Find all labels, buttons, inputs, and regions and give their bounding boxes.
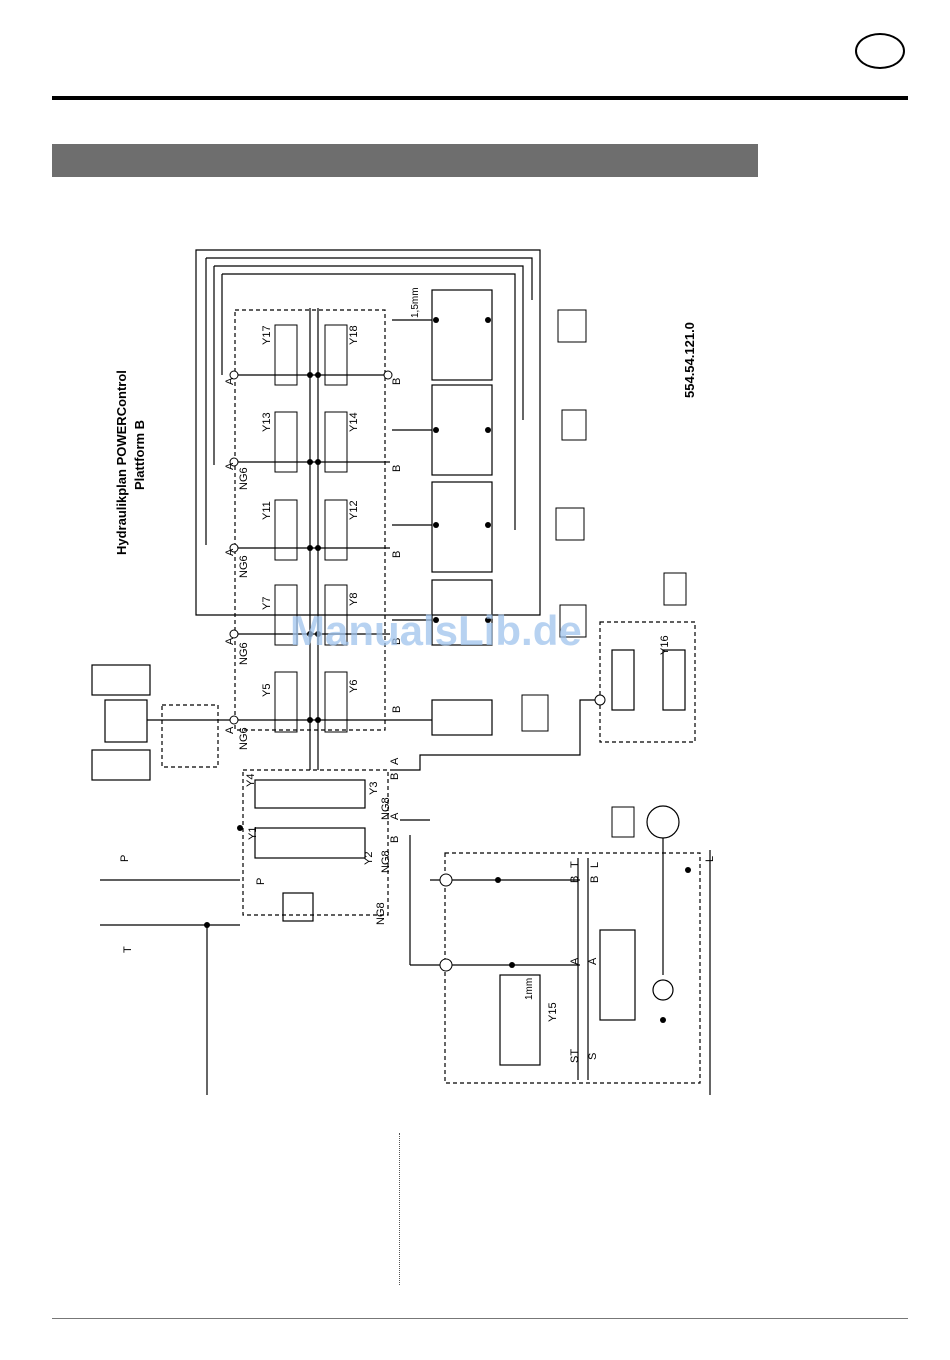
label-ng6-2: NG6 (238, 555, 250, 578)
port-a-4: A (224, 637, 236, 645)
icon-box-7 (612, 807, 634, 837)
orifice-1-5mm: 1,5mm (410, 287, 421, 318)
label-y3: Y3 (368, 782, 380, 795)
document-number: 554.54.121.0 (682, 322, 697, 398)
label-y16: Y16 (659, 635, 671, 655)
port-t-left: T (122, 946, 134, 953)
label-y15: Y15 (547, 1002, 559, 1022)
port-b-3: B (391, 551, 403, 558)
label-y12: Y12 (348, 500, 360, 520)
port-a-1: A (224, 377, 236, 385)
label-y7: Y7 (261, 597, 273, 610)
title-line-1: Hydraulikplan POWERControl (114, 370, 129, 555)
port-l-lower-1: L (589, 862, 601, 868)
icon-box-1 (558, 310, 586, 342)
title-line-2: Plattform B (132, 420, 147, 490)
label-y2: Y2 (363, 852, 375, 865)
port-b-lower-1: B (569, 876, 581, 883)
icon-box-6 (664, 573, 686, 605)
port-a-lower-1: A (569, 957, 581, 965)
port-st: ST (569, 1049, 581, 1063)
port-b-7: B (389, 836, 401, 843)
port-a-2: A (224, 462, 236, 470)
port-p-left: P (119, 855, 131, 862)
icon-box-3 (556, 508, 584, 540)
port-a-lower-2: A (587, 957, 599, 965)
label-ng6-3: NG6 (238, 642, 250, 665)
label-y8: Y8 (348, 593, 360, 606)
label-y18: Y18 (348, 325, 360, 345)
label-y14: Y14 (348, 412, 360, 432)
label-ng8-3: NG8 (375, 902, 387, 925)
port-a-6: A (389, 757, 401, 765)
port-p-main: P (255, 878, 267, 885)
port-l-lower-2: L (704, 856, 716, 862)
port-a-5: A (224, 726, 236, 734)
port-a-7: A (389, 812, 401, 820)
orifice-1mm: 1mm (524, 978, 535, 1000)
label-ng6-1: NG6 (238, 467, 250, 490)
port-a-3: A (224, 548, 236, 556)
label-ng8-2: NG8 (380, 850, 392, 873)
port-b-2: B (391, 465, 403, 472)
label-y1: Y1 (247, 827, 259, 840)
port-b-5: B (391, 706, 403, 713)
icon-box-5 (522, 695, 548, 731)
label-y4: Y4 (245, 774, 257, 787)
column-divider (399, 1133, 400, 1285)
port-t-lower: T (569, 861, 581, 868)
label-y5: Y5 (261, 684, 273, 697)
port-b-lower-2: B (589, 876, 601, 883)
label-y17: Y17 (261, 325, 273, 345)
port-b-1: B (391, 378, 403, 385)
footer-rule (52, 1318, 908, 1319)
port-s: S (587, 1053, 599, 1060)
label-y13: Y13 (261, 412, 273, 432)
watermark: ManualsLib.de (290, 607, 582, 654)
icon-box-2 (562, 410, 586, 440)
label-y11: Y11 (261, 501, 273, 520)
port-b-6: B (389, 773, 401, 780)
label-y6: Y6 (348, 680, 360, 693)
label-ng6-4: NG6 (238, 727, 250, 750)
